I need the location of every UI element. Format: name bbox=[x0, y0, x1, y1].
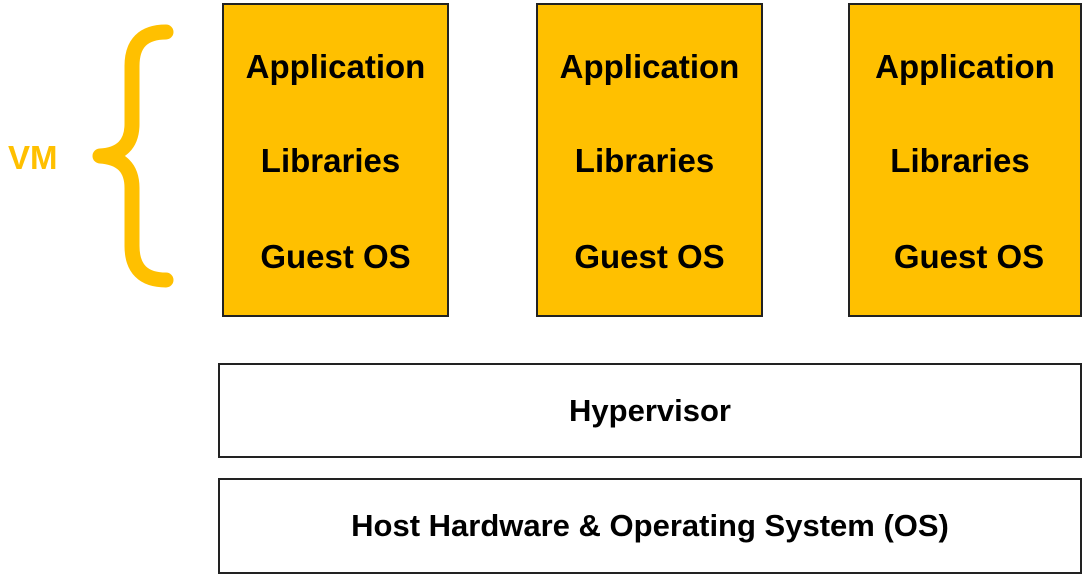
hypervisor-layer: Hypervisor bbox=[218, 363, 1082, 458]
host-layer: Host Hardware & Operating System (OS) bbox=[218, 478, 1082, 574]
brace-path bbox=[92, 24, 174, 288]
guest-os-label: Guest OS bbox=[574, 238, 725, 275]
curly-brace-icon bbox=[92, 24, 174, 288]
libraries-label: Libraries bbox=[890, 142, 1030, 179]
host-label: Host Hardware & Operating System (OS) bbox=[351, 508, 949, 543]
guest-os-label: Guest OS bbox=[260, 238, 411, 275]
guest-os-label: Guest OS bbox=[893, 238, 1045, 275]
application-label: Application bbox=[559, 48, 740, 85]
vm-label: VM bbox=[8, 139, 58, 176]
vm-box-1: Application Libraries Guest OS bbox=[222, 3, 449, 317]
libraries-label: Libraries bbox=[260, 142, 401, 179]
application-label: Application bbox=[245, 48, 426, 85]
application-label: Application bbox=[875, 48, 1055, 85]
vm-box-2: Application Libraries Guest OS bbox=[536, 3, 763, 317]
libraries-label: Libraries bbox=[574, 142, 715, 179]
vm-box-3: Application Libraries Guest OS bbox=[848, 3, 1082, 317]
hypervisor-label: Hypervisor bbox=[569, 392, 731, 428]
